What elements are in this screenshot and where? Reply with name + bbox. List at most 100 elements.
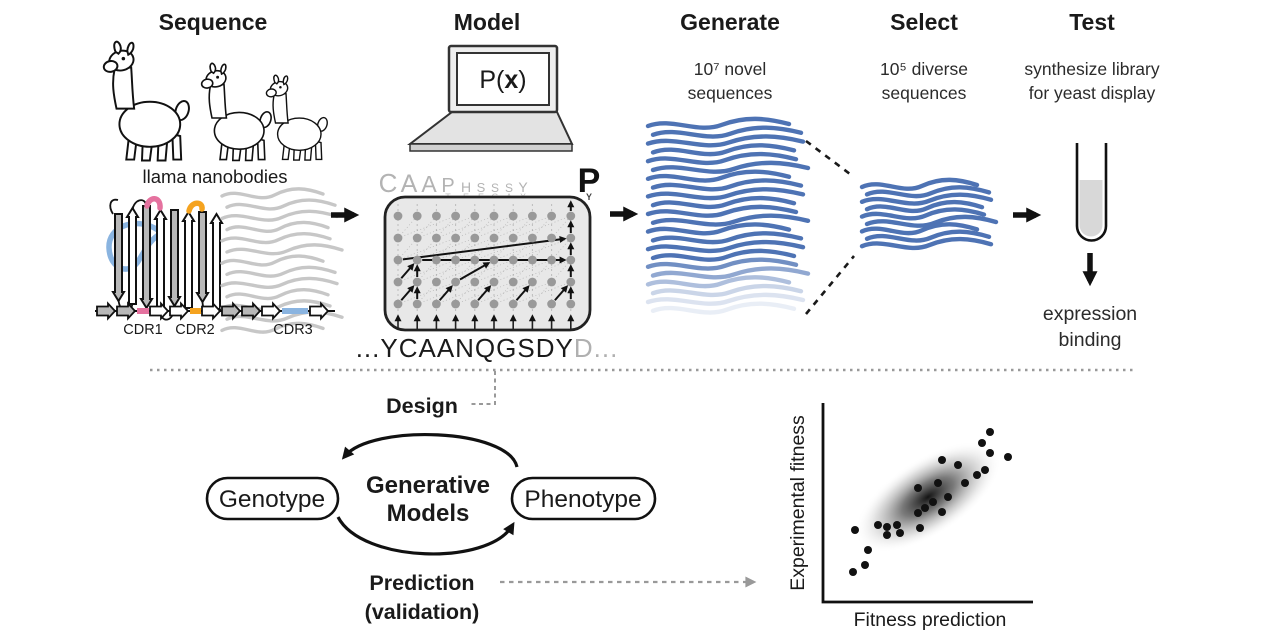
test-caption-line1: synthesize library	[1024, 59, 1159, 79]
model-fan-dot-line	[436, 259, 456, 283]
model-fan-dot-line	[455, 215, 476, 239]
model-dot	[393, 233, 403, 243]
model-dot	[508, 277, 518, 287]
model-sequence-text: ...YCAANQGSDYD...	[356, 333, 619, 363]
wave-line	[650, 125, 804, 139]
model-dot	[451, 233, 460, 243]
logo-letter: P	[578, 162, 601, 200]
wave-line	[864, 229, 992, 243]
wave-line	[220, 299, 332, 312]
wave-line	[225, 287, 330, 301]
model-dot	[432, 299, 441, 309]
model-arrow	[515, 285, 530, 301]
model-dot	[489, 211, 499, 221]
density-cloud	[854, 441, 1002, 553]
model-arrow	[400, 285, 415, 301]
model-fan-dot-line	[512, 259, 533, 283]
gene-arrow-block	[96, 301, 117, 321]
scatter-dot	[986, 428, 994, 436]
wave-line	[864, 185, 992, 199]
scatter-dot	[861, 561, 869, 569]
wave-line	[650, 213, 811, 227]
model-fan-dot-line	[397, 237, 418, 261]
model-dot	[547, 233, 556, 243]
scatter-dot	[961, 479, 969, 487]
result-expression: expression	[1043, 303, 1137, 325]
logo-letter: P	[441, 175, 454, 197]
wave-line	[650, 248, 797, 262]
design-label: Design	[386, 394, 458, 418]
test-caption-line2: for yeast display	[1029, 83, 1156, 103]
stage-title-model: Model	[454, 9, 520, 35]
gene-arrow-block	[261, 301, 282, 321]
wave-line	[864, 199, 985, 214]
llama-illustration	[101, 40, 330, 162]
model-dot	[528, 211, 537, 221]
scatter-dots	[849, 428, 1012, 576]
wave-line	[650, 231, 804, 245]
wave-line	[220, 209, 339, 222]
scatter-dot	[954, 461, 962, 469]
wave-line	[220, 276, 339, 290]
scatter-dot	[883, 531, 891, 539]
gene-arrow-block	[169, 301, 190, 321]
scatter-dot	[914, 484, 922, 492]
wave-line	[645, 292, 806, 306]
cycle-arc-prediction	[336, 516, 515, 556]
wave-line	[645, 169, 792, 183]
stage-title-test: Test	[1069, 9, 1115, 35]
model-fan-dot-line	[455, 215, 514, 239]
wave-line	[645, 134, 806, 148]
logo-letter: C	[379, 168, 398, 198]
cdr1-label: CDR1	[123, 322, 162, 338]
logo-sub-letter: Y	[586, 192, 592, 202]
model-dot	[547, 299, 556, 309]
model-dot	[432, 233, 441, 243]
model-arrow	[402, 235, 567, 261]
model-dot	[470, 255, 480, 265]
wave-line	[645, 151, 799, 166]
scatter-dot	[921, 504, 929, 512]
genotype-label: Genotype	[219, 486, 325, 513]
model-fan-dot-line	[551, 237, 572, 261]
result-binding: binding	[1059, 329, 1122, 351]
wave-line	[859, 192, 994, 206]
validation-label: (validation)	[365, 600, 480, 624]
model-dot	[489, 277, 499, 287]
cdr3-label: CDR3	[273, 322, 312, 338]
test-tube	[1075, 143, 1108, 242]
model-fan-dot-line	[436, 237, 456, 261]
scatter-dot	[944, 493, 952, 501]
scatter-dot	[851, 526, 859, 534]
wave-line	[650, 283, 804, 298]
model-dot	[566, 277, 576, 287]
scatter-dot	[914, 509, 922, 517]
logo-letter: A	[401, 170, 418, 198]
model-arrow	[554, 285, 569, 301]
funnel-dash-bottom	[804, 255, 856, 315]
model-dot	[432, 211, 441, 221]
model-dot	[451, 277, 460, 287]
model-dot	[412, 233, 422, 243]
model-dot	[508, 255, 518, 265]
wave-line	[645, 116, 792, 130]
tube-liquid	[1079, 180, 1103, 237]
scatter-dot	[938, 508, 946, 516]
wave-line	[650, 301, 797, 315]
model-fan-dot-line	[436, 215, 456, 239]
funnel-dash-top	[805, 139, 855, 179]
wave-line	[225, 198, 337, 211]
model-fan-dot-line	[493, 259, 514, 283]
scatter-dot	[864, 546, 872, 554]
model-fan-dot-line	[493, 215, 514, 239]
model-dot	[451, 255, 460, 265]
model-dot	[412, 211, 422, 221]
model-dot	[432, 255, 441, 265]
wave-line	[859, 177, 980, 191]
laptop: P(x)	[407, 44, 574, 152]
wave-line	[645, 204, 799, 218]
model-dot	[528, 233, 537, 243]
stage-title-sequence: Sequence	[159, 9, 268, 35]
